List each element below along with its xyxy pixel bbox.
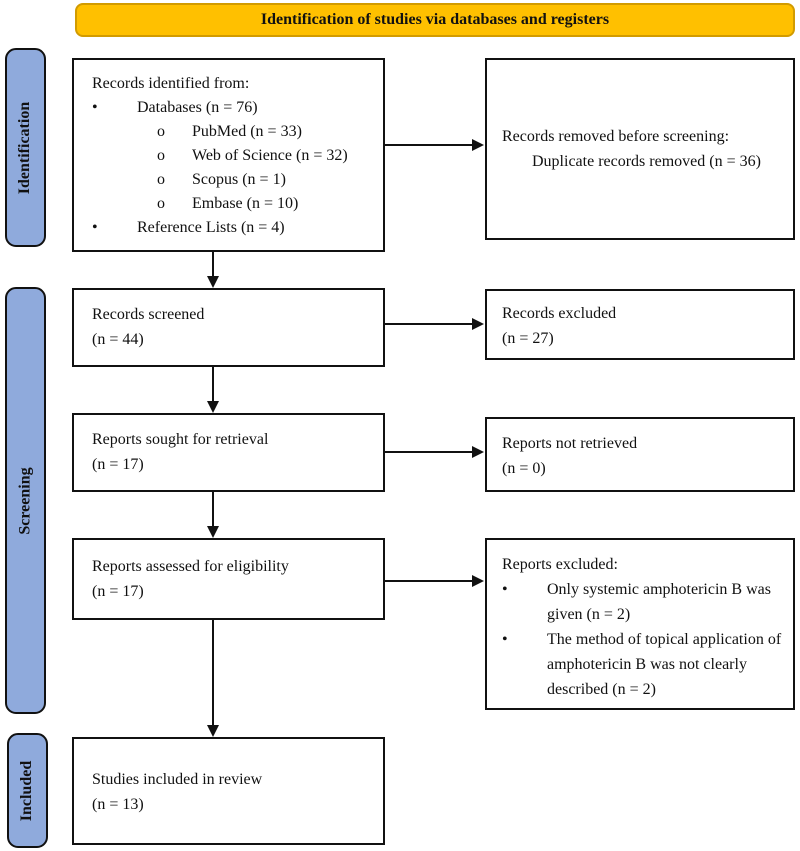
- arrow-sought-to-not-retrieved: [385, 446, 484, 458]
- list-item-label: Web of Science (n = 32): [192, 147, 348, 164]
- list-item-label: Reference Lists (n = 4): [137, 219, 285, 236]
- arrow-assessed-to-included: [207, 620, 219, 737]
- list-item-label: Databases (n = 76): [137, 99, 258, 116]
- records-excluded-count: (n = 27): [502, 330, 554, 347]
- stage-included-label: Included: [18, 760, 36, 821]
- box-records-screened: Records screened (n = 44): [72, 288, 385, 367]
- list-item: o Embase (n = 10): [157, 192, 375, 216]
- box-records-identified: Records identified from: • Databases (n …: [72, 58, 385, 252]
- list-item: o Scopus (n = 1): [157, 168, 375, 192]
- bullet-disc-icon: •: [502, 581, 508, 598]
- box-records-excluded: Records excluded (n = 27): [485, 289, 795, 360]
- studies-included-count: (n = 13): [92, 796, 144, 813]
- records-excluded-line1: Records excluded: [502, 305, 617, 322]
- arrow-identified-to-screened: [207, 252, 219, 288]
- stage-identification: Identification: [5, 48, 46, 247]
- bullet-disc-icon: •: [92, 219, 98, 236]
- reports-assessed-line1: Reports assessed for eligibility: [92, 558, 289, 575]
- banner-title: Identification of studies via databases …: [260, 11, 610, 28]
- arrow-sought-to-assessed: [207, 492, 219, 538]
- list-item: • Only systemic amphotericin B was given…: [502, 577, 783, 627]
- stage-included: Included: [7, 733, 48, 848]
- list-item-label: Embase (n = 10): [192, 195, 299, 212]
- records-screened-line1: Records screened: [92, 306, 205, 323]
- records-screened-count: (n = 44): [92, 331, 144, 348]
- reports-not-retrieved-line1: Reports not retrieved: [502, 435, 638, 452]
- list-item-label: The method of topical application of amp…: [547, 631, 782, 698]
- banner-identification-of-studies: Identification of studies via databases …: [75, 3, 795, 37]
- stage-screening: Screening: [5, 287, 46, 714]
- box-reports-excluded: Reports excluded: • Only systemic amphot…: [485, 538, 795, 710]
- records-removed-line1: Records removed before screening:: [502, 128, 730, 145]
- list-item: • The method of topical application of a…: [502, 627, 783, 702]
- reports-sought-line1: Reports sought for retrieval: [92, 431, 269, 448]
- records-removed-line2: Duplicate records removed (n = 36): [532, 153, 761, 170]
- arrow-assessed-to-excluded: [385, 575, 484, 587]
- bullet-circle-icon: o: [157, 123, 165, 140]
- bullet-circle-icon: o: [157, 195, 165, 212]
- studies-included-line1: Studies included in review: [92, 771, 263, 788]
- bullet-circle-icon: o: [157, 147, 165, 164]
- bullet-circle-icon: o: [157, 171, 165, 188]
- list-item: • Databases (n = 76): [92, 96, 375, 120]
- box-reports-not-retrieved: Reports not retrieved (n = 0): [485, 417, 795, 492]
- stage-screening-label: Screening: [16, 466, 34, 535]
- reports-excluded-intro: Reports excluded:: [502, 556, 618, 573]
- box-records-removed: Records removed before screening: Duplic…: [485, 58, 795, 240]
- list-item: o Web of Science (n = 32): [157, 144, 375, 168]
- box-reports-sought: Reports sought for retrieval (n = 17): [72, 413, 385, 492]
- arrow-screened-to-sought: [207, 367, 219, 413]
- list-item-label: PubMed (n = 33): [192, 123, 302, 140]
- bullet-disc-icon: •: [502, 631, 508, 648]
- bullet-disc-icon: •: [92, 99, 98, 116]
- reports-assessed-count: (n = 17): [92, 583, 144, 600]
- box-studies-included: Studies included in review (n = 13): [72, 737, 385, 845]
- arrow-screened-to-excluded: [385, 318, 484, 330]
- records-identified-intro: Records identified from:: [92, 75, 250, 92]
- list-item-label: Scopus (n = 1): [192, 171, 286, 188]
- arrow-identified-to-removed: [385, 139, 484, 151]
- reports-not-retrieved-count: (n = 0): [502, 460, 546, 477]
- stage-identification-label: Identification: [16, 101, 34, 194]
- list-item-label: Only systemic amphotericin B was given (…: [547, 581, 771, 623]
- list-item: o PubMed (n = 33): [157, 120, 375, 144]
- list-item: • Reference Lists (n = 4): [92, 216, 375, 240]
- reports-sought-count: (n = 17): [92, 456, 144, 473]
- box-reports-assessed: Reports assessed for eligibility (n = 17…: [72, 538, 385, 620]
